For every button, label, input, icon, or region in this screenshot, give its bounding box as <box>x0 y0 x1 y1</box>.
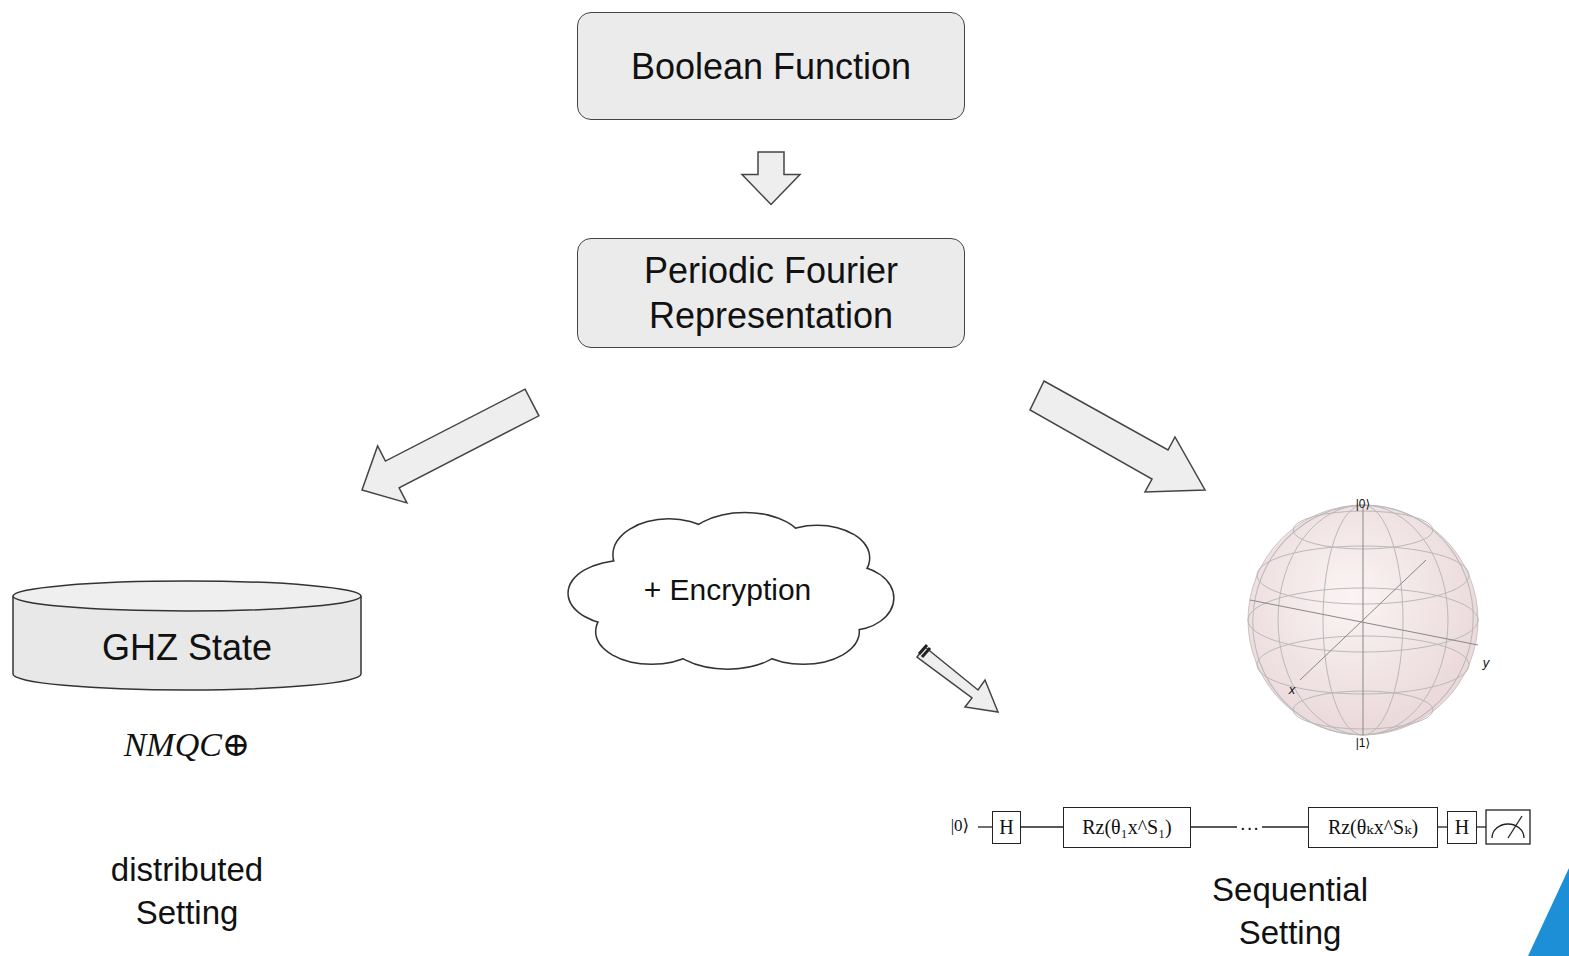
text-label: NMQC⊕ <box>124 723 251 767</box>
qubit-wire <box>978 826 992 827</box>
text-label: |1⟩ <box>1356 736 1370 752</box>
process-box: Periodic Fourier Representation <box>577 238 965 348</box>
gate-box: H <box>1447 811 1477 844</box>
qubit-wire <box>1438 826 1447 827</box>
bloch-sphere <box>1231 485 1494 756</box>
node-text: + Encryption <box>644 571 812 609</box>
measurement-meter <box>1486 810 1530 844</box>
text-label: x <box>1289 682 1296 699</box>
cylinder-node: GHZ State <box>12 580 362 690</box>
qubit-wire <box>1021 826 1063 827</box>
block-arrow <box>1030 381 1205 492</box>
edge-label: ··· <box>1237 816 1263 839</box>
node-text: Boolean Function <box>631 44 911 89</box>
text-label: |0⟩ <box>1356 497 1370 513</box>
text-label: |0⟩ <box>951 815 970 837</box>
node-text: Rz(θₖx^Sₖ) <box>1328 815 1418 840</box>
text-label: y <box>1483 655 1490 672</box>
encryption-arrow <box>917 645 998 712</box>
node-text: H <box>1455 815 1469 840</box>
node-text: Periodic Fourier Representation <box>621 248 921 338</box>
gate-box: Rz(θ₁x^S₁) <box>1063 807 1191 848</box>
block-arrow <box>742 152 800 205</box>
text-label: Sequential Setting <box>1180 869 1400 955</box>
node-text: H <box>999 815 1013 840</box>
text-label: distributed Setting <box>77 849 297 935</box>
cloud-node: + Encryption <box>555 510 900 670</box>
process-box: Boolean Function <box>577 12 965 120</box>
node-text: GHZ State <box>102 625 272 670</box>
gate-box: H <box>992 811 1021 844</box>
corner-accent <box>1528 868 1569 956</box>
qubit-wire <box>1477 826 1486 827</box>
gate-box: Rz(θₖx^Sₖ) <box>1308 807 1438 848</box>
node-text: Rz(θ₁x^S₁) <box>1082 815 1172 840</box>
block-arrow <box>362 389 539 503</box>
